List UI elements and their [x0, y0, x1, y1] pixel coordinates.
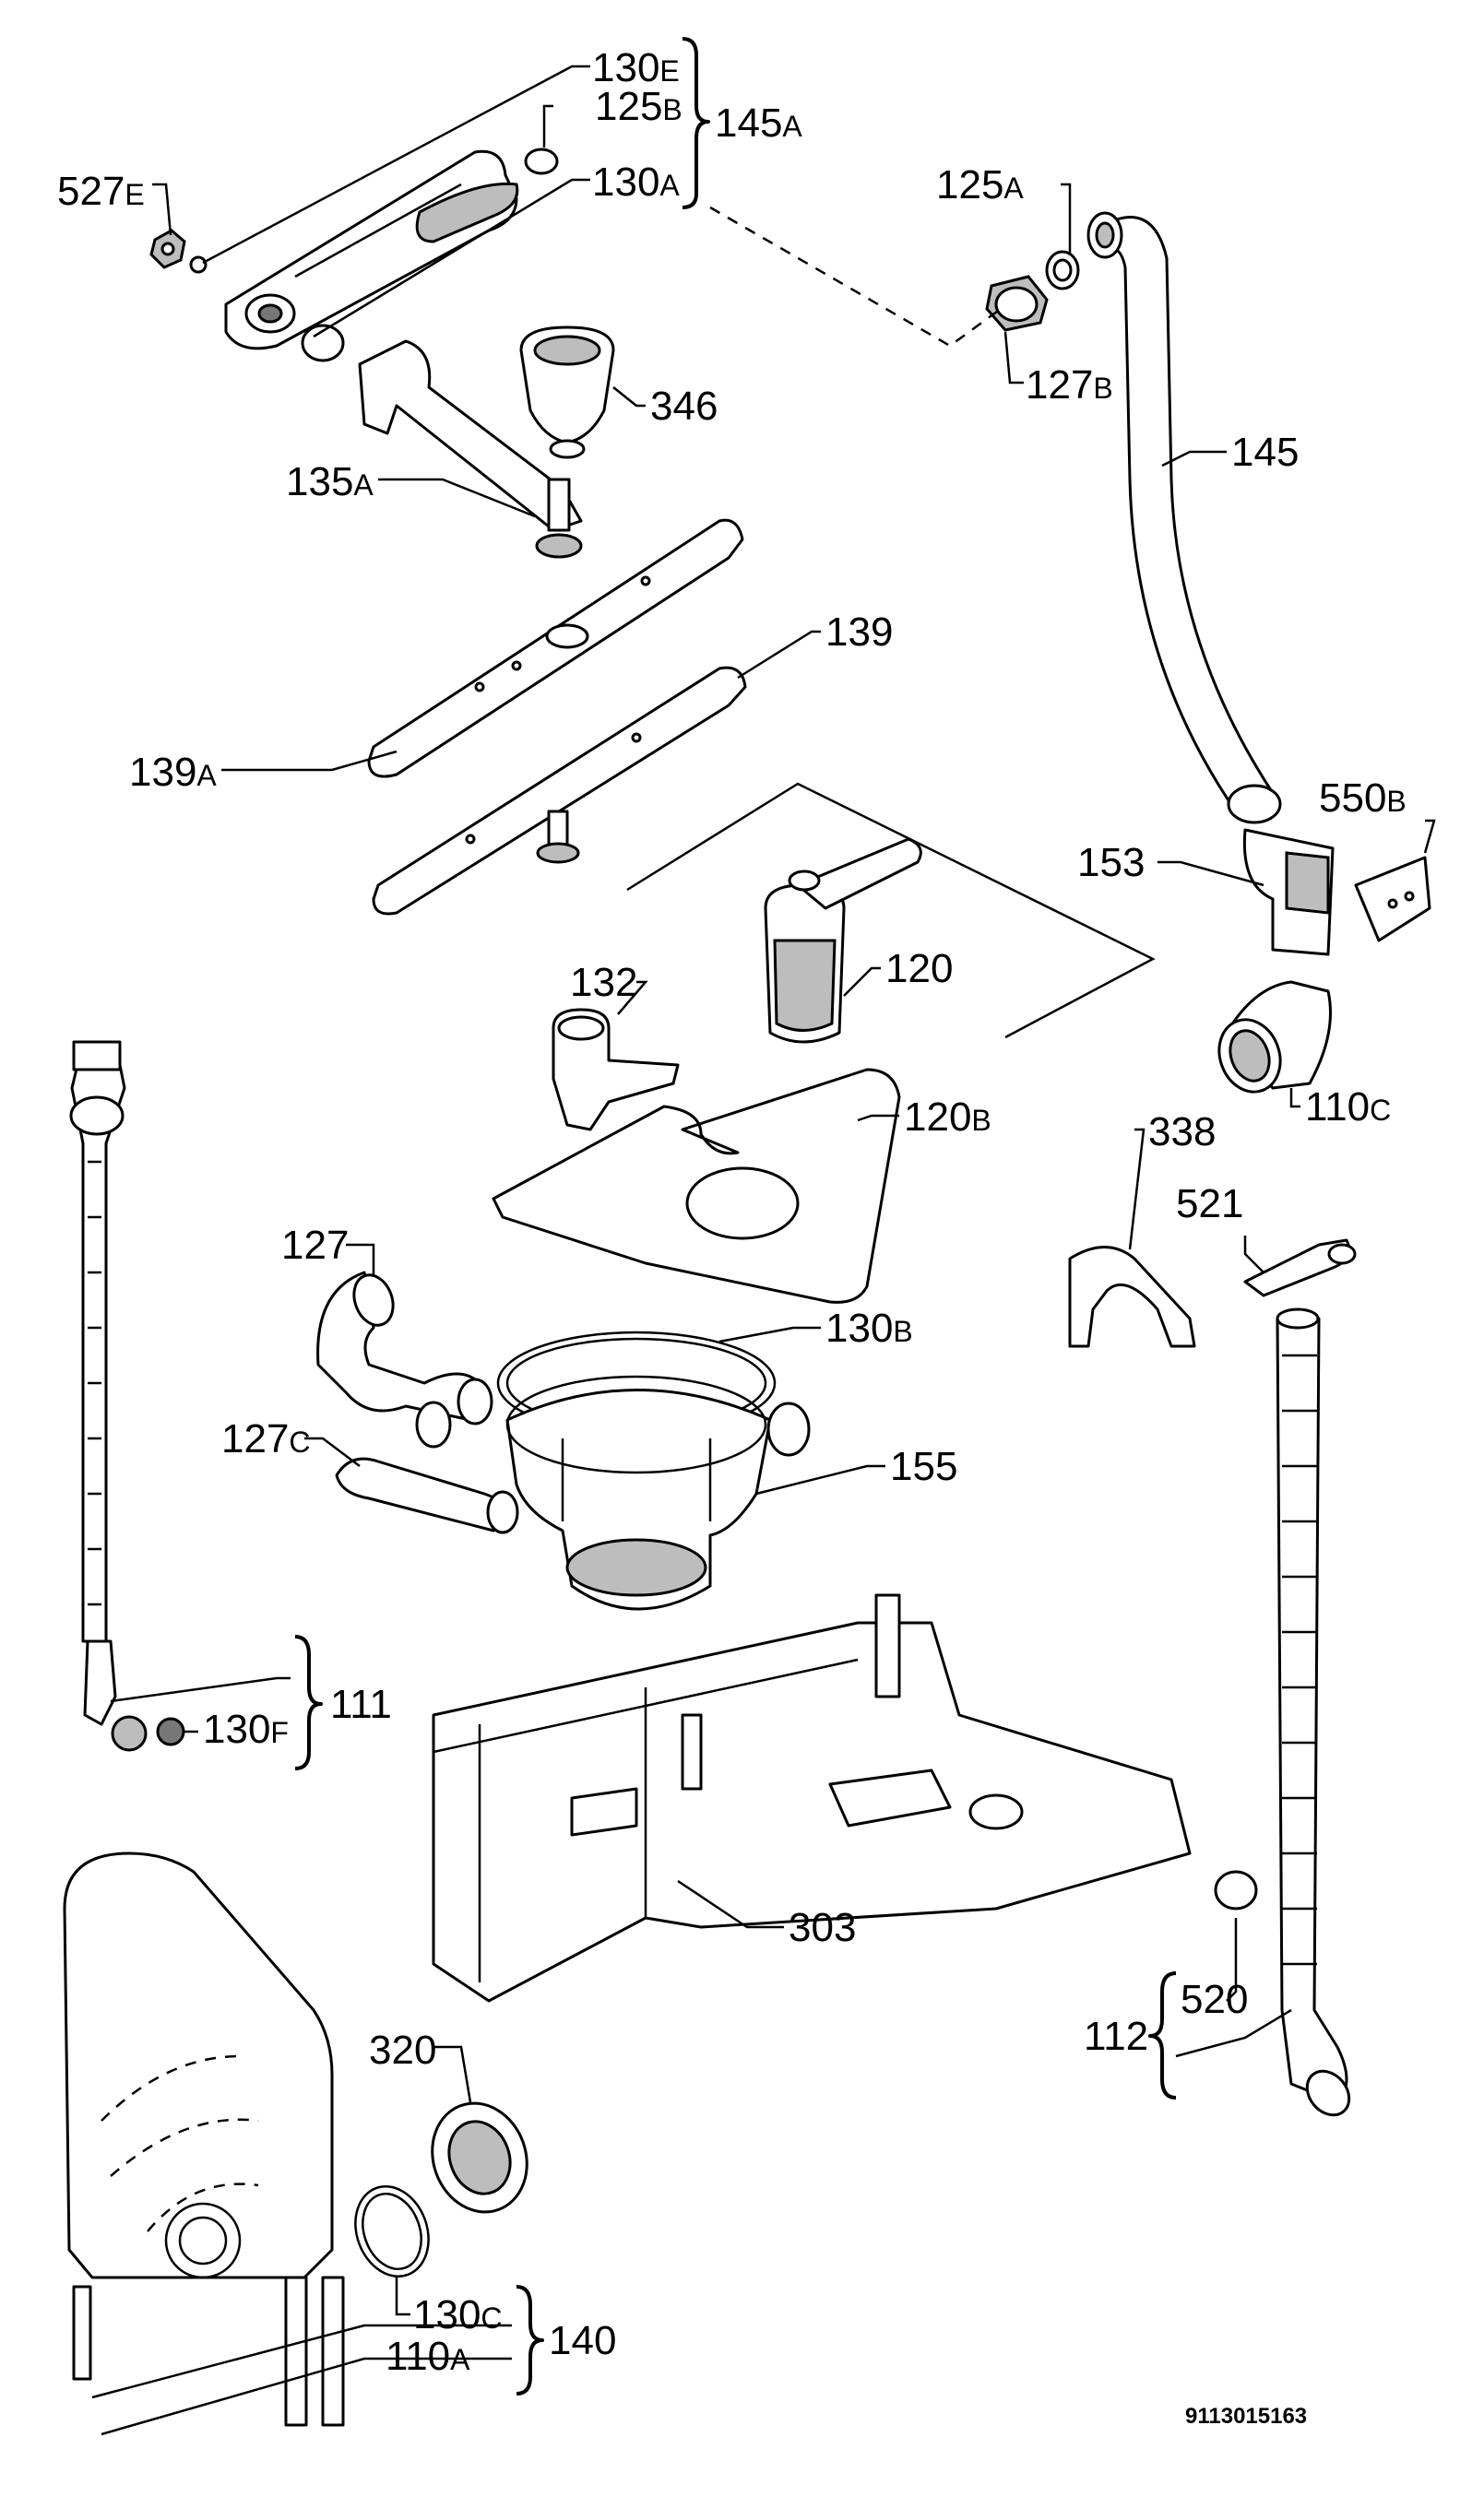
callout-110A: 110A [386, 2334, 470, 2379]
callout-550B: 550B [1319, 775, 1407, 821]
callout-127B: 127B [1026, 362, 1113, 408]
filter-part [764, 837, 922, 1044]
callout-338: 338 [1148, 1109, 1216, 1154]
sump-part [505, 1375, 811, 1611]
nut-part [149, 229, 208, 274]
callout-120B: 120B [904, 1094, 991, 1140]
bracket-part [552, 1008, 680, 1131]
callout-132: 132 [570, 960, 637, 1005]
clip-part [1068, 1246, 1196, 1348]
callout-303: 303 [789, 1905, 856, 1950]
callout-521: 521 [1176, 1181, 1243, 1226]
callout-111: 111 [330, 1682, 392, 1727]
spray-arm-part [372, 666, 747, 916]
callout-127: 127 [281, 1223, 349, 1268]
callout-145: 145 [1231, 430, 1299, 475]
callout-346: 346 [650, 384, 718, 429]
base-part [432, 1593, 1192, 2003]
drain-hose-part [1214, 1307, 1351, 2117]
filter-frame-outline [626, 782, 1156, 1039]
callout-527E: 527E [57, 169, 145, 214]
alignment-dashed-line [709, 206, 1002, 348]
callout-127C: 127C [221, 1416, 311, 1461]
hose-part [316, 1271, 519, 1534]
callout-120: 120 [885, 946, 953, 991]
spray-arm-hub-part [358, 339, 583, 559]
callout-139A: 139A [129, 750, 217, 795]
callout-125B: 125B [595, 84, 683, 129]
callout-140: 140 [549, 2318, 616, 2363]
spray-arm-part [367, 518, 744, 778]
callout-130C: 130C [413, 2292, 503, 2337]
callout-130F: 130F [203, 1707, 289, 1752]
callout-130E: 130E [592, 45, 680, 90]
coupling-nut-part [985, 250, 1080, 332]
supply-pipe-part [1086, 211, 1282, 824]
seal-ring-part [354, 2101, 528, 2277]
callout-153: 153 [1077, 840, 1145, 885]
drawing-code: 9113015163 [1185, 2404, 1307, 2429]
leader-lines [91, 65, 1436, 2436]
filter-plate-part [492, 1068, 901, 1304]
callout-135A: 135A [286, 459, 374, 504]
callout-130A: 130A [592, 160, 680, 205]
callout-130B: 130B [825, 1306, 913, 1351]
pipe-connector-part [1242, 828, 1431, 956]
callout-125A: 125A [936, 162, 1024, 207]
nozzle-part [519, 325, 615, 459]
group-braces [294, 37, 1177, 2396]
callout-320: 320 [369, 2028, 436, 2073]
callout-139: 139 [825, 609, 893, 655]
callout-110C: 110C [1305, 1084, 1391, 1130]
key-part [1243, 1238, 1357, 1297]
side-panel-part [63, 1852, 345, 2427]
callout-112: 112 [1084, 2014, 1148, 2059]
upper-spray-arm-part [224, 148, 559, 362]
callout-520: 520 [1181, 1977, 1248, 2022]
inlet-hose-part [69, 1040, 185, 1752]
callout-155: 155 [890, 1444, 957, 1489]
elbow-part [1217, 980, 1332, 1094]
callout-145A: 145A [715, 101, 802, 146]
